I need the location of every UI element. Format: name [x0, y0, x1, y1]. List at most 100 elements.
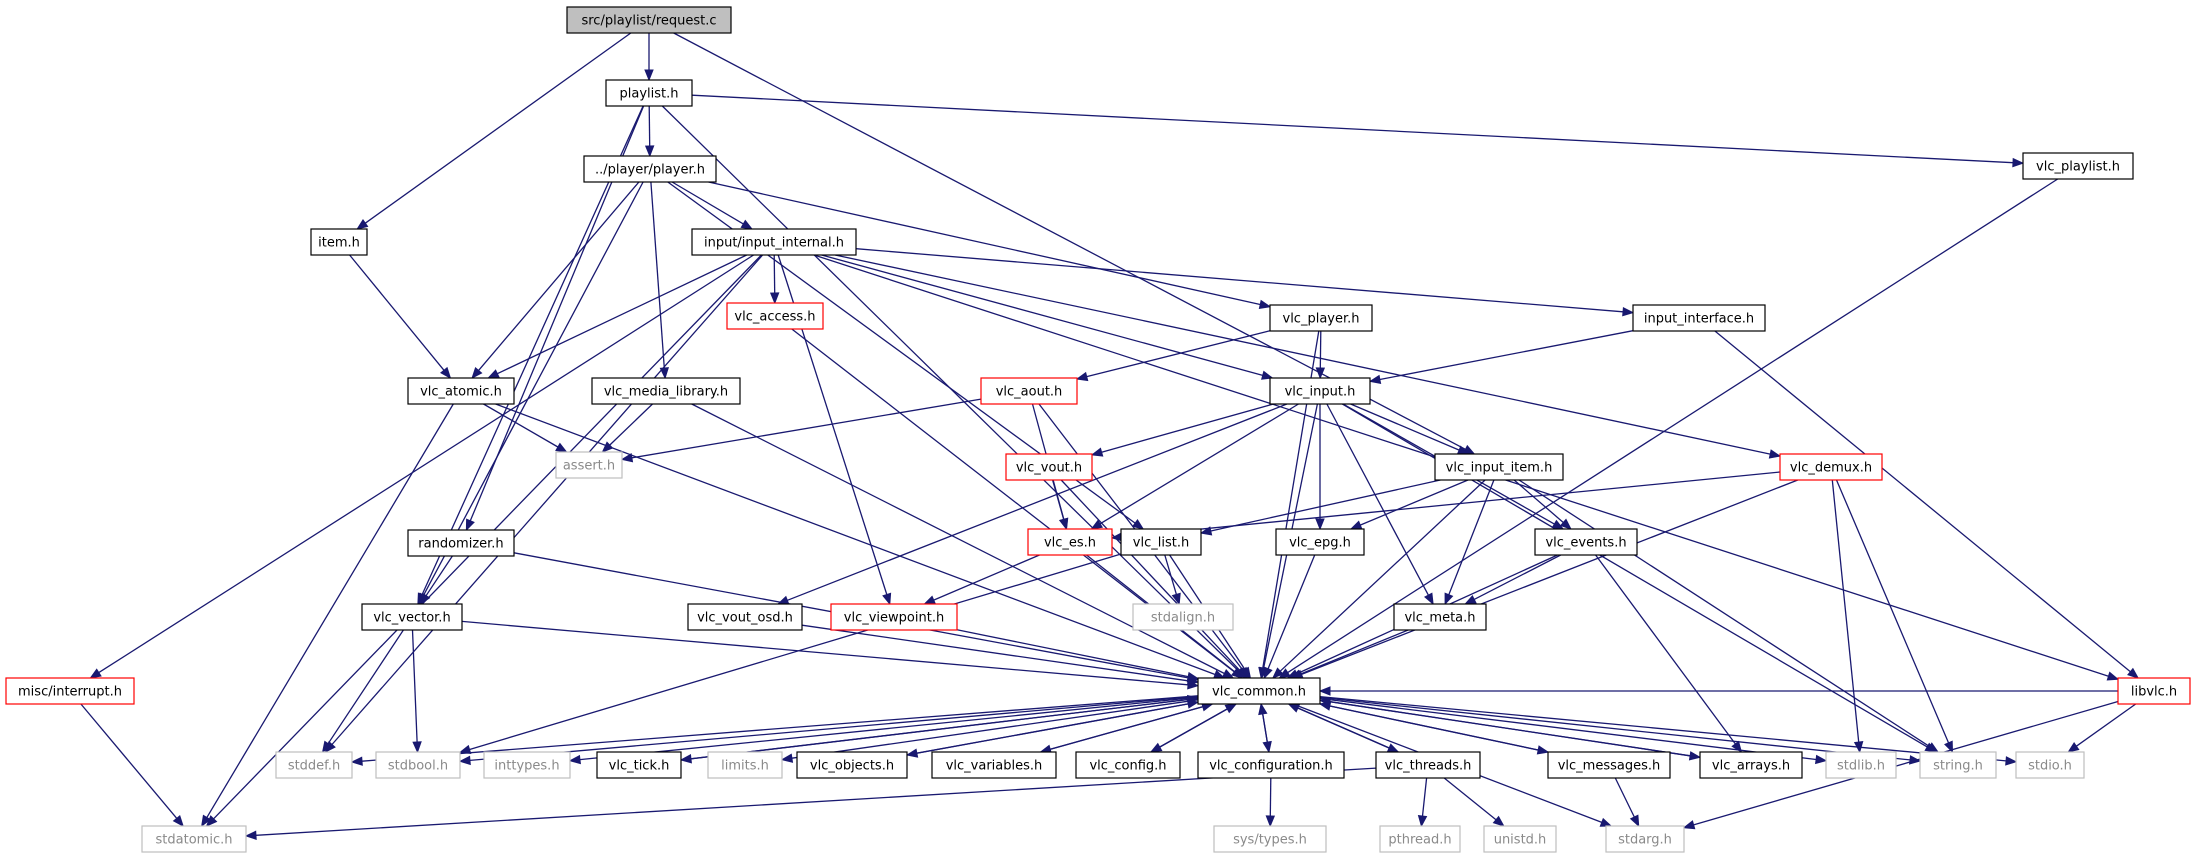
edge-arrowhead	[923, 595, 937, 605]
node-inttypes: inttypes.h	[483, 751, 571, 779]
edge-arrowhead	[1171, 592, 1181, 606]
edge-line	[1329, 705, 1549, 753]
node-vlc-messages[interactable]: vlc_messages.h	[1547, 751, 1671, 779]
node-box	[1005, 453, 1093, 481]
edge-line	[1060, 479, 1241, 672]
node-label: item.h	[318, 236, 360, 251]
edge-line	[1473, 554, 1561, 600]
node-label: vlc_player.h	[1283, 312, 1360, 327]
node-vlc-player[interactable]: vlc_player.h	[1269, 304, 1373, 332]
edge-arrowhead	[1551, 519, 1565, 530]
node-libvlc[interactable]: libvlc.h	[2117, 677, 2191, 705]
edge-arrowhead	[1090, 447, 1104, 457]
edge-line	[421, 105, 644, 596]
edge-arrowhead	[1768, 449, 1782, 459]
edge-randomizer-to-vlc_vector	[419, 555, 453, 606]
edge-arrowhead	[1315, 518, 1325, 531]
edge-line	[1518, 479, 1930, 748]
edge-line	[206, 403, 454, 818]
node-vlc-es[interactable]: vlc_es.h	[1027, 528, 1113, 556]
edge-line	[1614, 777, 1635, 818]
node-player[interactable]: ../player/player.h	[583, 155, 717, 183]
node-vlc-meta[interactable]: vlc_meta.h	[1393, 603, 1487, 631]
node-vlc-list[interactable]: vlc_list.h	[1120, 528, 1202, 556]
edge-arrowhead	[471, 366, 483, 380]
node-item[interactable]: item.h	[310, 228, 368, 256]
node-box	[141, 825, 247, 853]
node-playlist[interactable]: playlist.h	[605, 79, 693, 107]
edge-vlc_meta-to-vlc_common	[1289, 629, 1409, 679]
edge-arrowhead	[659, 367, 669, 380]
edge-arrowhead	[1599, 817, 1613, 827]
node-vlc-input[interactable]: vlc_input.h	[1269, 377, 1371, 405]
edge-arrowhead	[1444, 592, 1454, 606]
node-label: vlc_input_item.h	[1446, 461, 1553, 476]
edge-line	[364, 32, 632, 224]
node-randomizer[interactable]: randomizer.h	[407, 529, 515, 557]
node-vlc-viewpoint[interactable]: vlc_viewpoint.h	[830, 603, 958, 631]
node-input-internal[interactable]: input/input_internal.h	[691, 228, 857, 256]
edge-arrowhead	[1318, 697, 1332, 707]
node-box	[2117, 677, 2191, 705]
edge-line	[1086, 330, 1271, 378]
node-vlc-arrays[interactable]: vlc_arrays.h	[1699, 751, 1803, 779]
edge-vlc_input_item-to-vlc_list	[1199, 479, 1441, 536]
node-vlc-epg[interactable]: vlc_epg.h	[1275, 528, 1365, 556]
node-vlc-configuration[interactable]: vlc_configuration.h	[1197, 751, 1345, 779]
node-stdio: stdio.h	[2015, 751, 2085, 779]
edge-arrowhead	[1231, 667, 1244, 679]
node-vlc-common[interactable]: vlc_common.h	[1197, 677, 1321, 705]
edge-vlc_es-to-vlc_viewpoint	[923, 554, 1040, 605]
node-vlc-threads[interactable]: vlc_threads.h	[1375, 751, 1481, 779]
edge-arrowhead	[1622, 307, 1635, 317]
edge-line	[1210, 479, 1441, 532]
node-vlc-events[interactable]: vlc_events.h	[1534, 528, 1638, 556]
node-vlc-input-item[interactable]: vlc_input_item.h	[1434, 453, 1564, 481]
edge-line	[497, 254, 747, 375]
node-vlc-playlist[interactable]: vlc_playlist.h	[2022, 152, 2134, 180]
edge-libvlc-to-vlc_common	[1318, 686, 2118, 696]
node-box	[1483, 825, 1557, 853]
edge-line	[1329, 701, 1701, 758]
edge-vlc_demux-to-string	[1835, 479, 1954, 754]
edge-line	[1359, 479, 1469, 526]
edge-vlc_variables-to-vlc_common	[1040, 702, 1214, 753]
node-vlc-atomic[interactable]: vlc_atomic.h	[407, 377, 515, 405]
node-box	[1275, 528, 1365, 556]
edge-arrowhead	[172, 814, 184, 828]
edge-vlc_configuration-to-vlc_common	[1258, 702, 1270, 753]
node-vlc-config[interactable]: vlc_config.h	[1075, 751, 1181, 779]
node-request[interactable]: src/playlist/request.c	[566, 6, 732, 34]
node-label: stdalign.h	[1151, 611, 1215, 626]
node-box	[596, 751, 682, 779]
node-misc-interrupt[interactable]: misc/interrupt.h	[5, 677, 135, 705]
node-vlc-aout[interactable]: vlc_aout.h	[980, 377, 1078, 405]
node-vlc-demux[interactable]: vlc_demux.h	[1779, 453, 1883, 481]
edge-vlc_common-to-string	[1319, 696, 1922, 765]
edge-arrowhead	[2127, 667, 2140, 679]
node-label: stdarg.h	[1618, 833, 1672, 848]
edge-arrowhead	[2106, 671, 2120, 681]
node-box	[1269, 377, 1371, 405]
node-vlc-access[interactable]: vlc_access.h	[726, 302, 824, 330]
node-input-interface[interactable]: input_interface.h	[1632, 304, 1766, 332]
node-stdarg: stdarg.h	[1605, 825, 1685, 853]
edge-arrowhead	[1186, 671, 1200, 682]
node-box	[687, 603, 803, 631]
edge-arrowhead	[350, 756, 363, 766]
edge-arrowhead	[1271, 667, 1284, 679]
edges-layer	[80, 32, 2140, 841]
node-vlc-vector[interactable]: vlc_vector.h	[361, 603, 463, 631]
node-vlc-variables[interactable]: vlc_variables.h	[931, 751, 1057, 779]
node-vlc-vout[interactable]: vlc_vout.h	[1005, 453, 1093, 481]
node-vlc-vout-osd[interactable]: vlc_vout_osd.h	[687, 603, 803, 631]
node-vlc-objects[interactable]: vlc_objects.h	[796, 751, 908, 779]
node-limits: limits.h	[707, 751, 783, 779]
edge-line	[1319, 696, 2007, 762]
edge-line	[579, 696, 1199, 761]
node-vlc-tick[interactable]: vlc_tick.h	[596, 751, 682, 779]
edge-vlc_common-to-limits	[780, 699, 1199, 763]
node-vlc-media-library[interactable]: vlc_media_library.h	[591, 377, 741, 405]
edge-player-to-input_internal	[671, 181, 754, 230]
